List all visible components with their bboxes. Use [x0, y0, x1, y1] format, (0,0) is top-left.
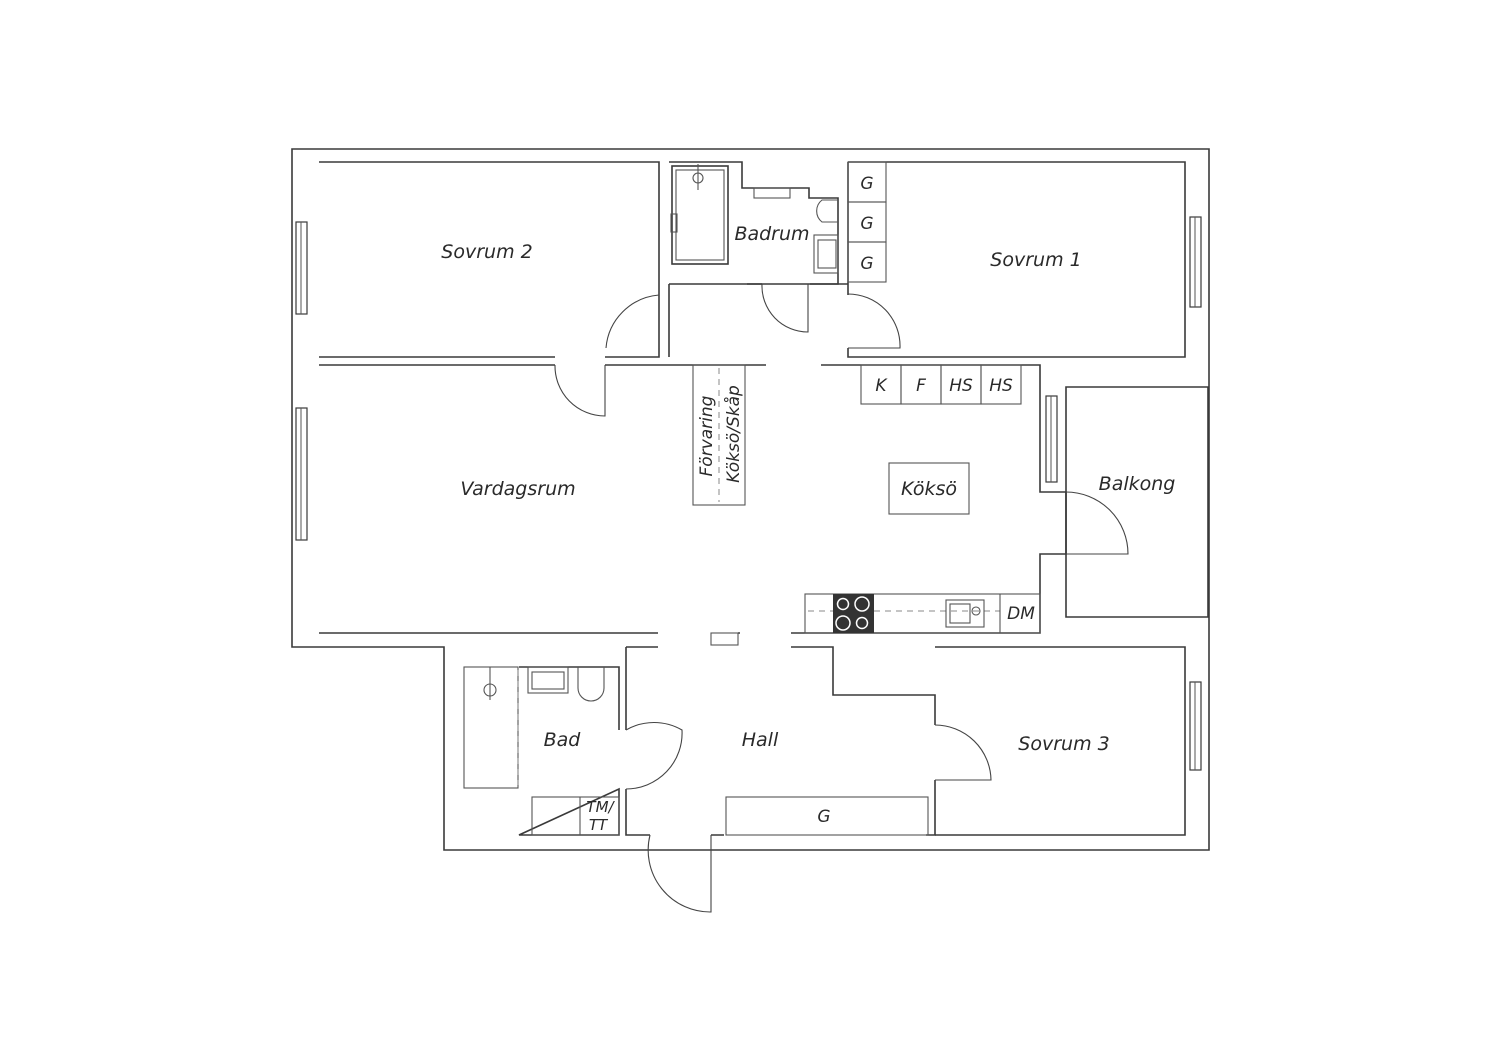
hall-outline — [625, 646, 936, 836]
corridor-wall — [668, 283, 848, 357]
door-entrance — [647, 834, 712, 913]
wardrobe-hall — [725, 796, 929, 836]
doors — [554, 283, 1129, 913]
sink-bad — [527, 666, 569, 694]
label-sovrum1: Sovrum 1 — [990, 249, 1081, 271]
label-kokso: Köksö — [901, 478, 957, 500]
shower-badrum — [671, 165, 729, 265]
sink-badrum — [813, 234, 839, 274]
door-balkong — [1065, 491, 1129, 555]
storage-cabinet — [692, 364, 746, 506]
hall-shelf — [710, 632, 739, 646]
balkong-outline — [1065, 386, 1209, 618]
door-badrum — [761, 283, 809, 333]
fixtures — [463, 161, 1041, 836]
door-sovrum3 — [934, 724, 992, 781]
label-dm: DM — [1007, 604, 1035, 624]
label-hs-2: HS — [989, 376, 1013, 396]
door-sovrum1 — [847, 293, 901, 349]
label-tt: TT — [589, 816, 609, 834]
label-forvaring: Förvaring — [697, 395, 717, 476]
label-sovrum2: Sovrum 2 — [441, 241, 532, 263]
kitchen-counter — [804, 593, 1041, 634]
toilet-bad — [577, 667, 605, 702]
label-g-3: G — [860, 254, 873, 274]
toilet-badrum — [816, 199, 838, 223]
label-balkong: Balkong — [1099, 473, 1176, 495]
label-g-2: G — [860, 214, 873, 234]
laundry-cabinet — [531, 796, 620, 836]
label-k: K — [875, 376, 888, 396]
label-badrum: Badrum — [734, 223, 809, 245]
label-g-1: G — [860, 174, 873, 194]
kitchen-island — [888, 462, 970, 515]
label-bad: Bad — [544, 729, 582, 751]
door-bad — [625, 721, 683, 790]
labels: Sovrum 2 Badrum Sovrum 1 Vardagsrum Köks… — [441, 174, 1175, 834]
label-sovrum3: Sovrum 3 — [1018, 733, 1109, 755]
label-vardagsrum: Vardagsrum — [460, 478, 575, 500]
sovrum3-outline — [935, 646, 1186, 836]
windows — [295, 216, 1202, 771]
label-g-hall: G — [817, 807, 830, 827]
label-hs-1: HS — [949, 376, 973, 396]
sovrum2-outline — [319, 161, 660, 358]
cabinet-hs-2 — [980, 364, 1022, 405]
label-kokso-skap: Köksö/Skåp — [723, 385, 744, 483]
door-vardagsrum — [554, 364, 606, 417]
door-sovrum2 — [605, 294, 660, 349]
label-f: F — [916, 376, 926, 396]
kitchen-sink — [945, 599, 985, 628]
bathtub-bad — [463, 666, 519, 789]
label-tm: TM/ — [586, 798, 615, 816]
label-hall: Hall — [742, 729, 779, 751]
outer-wall — [291, 148, 1210, 851]
wardrobe-sovrum1-3 — [847, 241, 887, 283]
